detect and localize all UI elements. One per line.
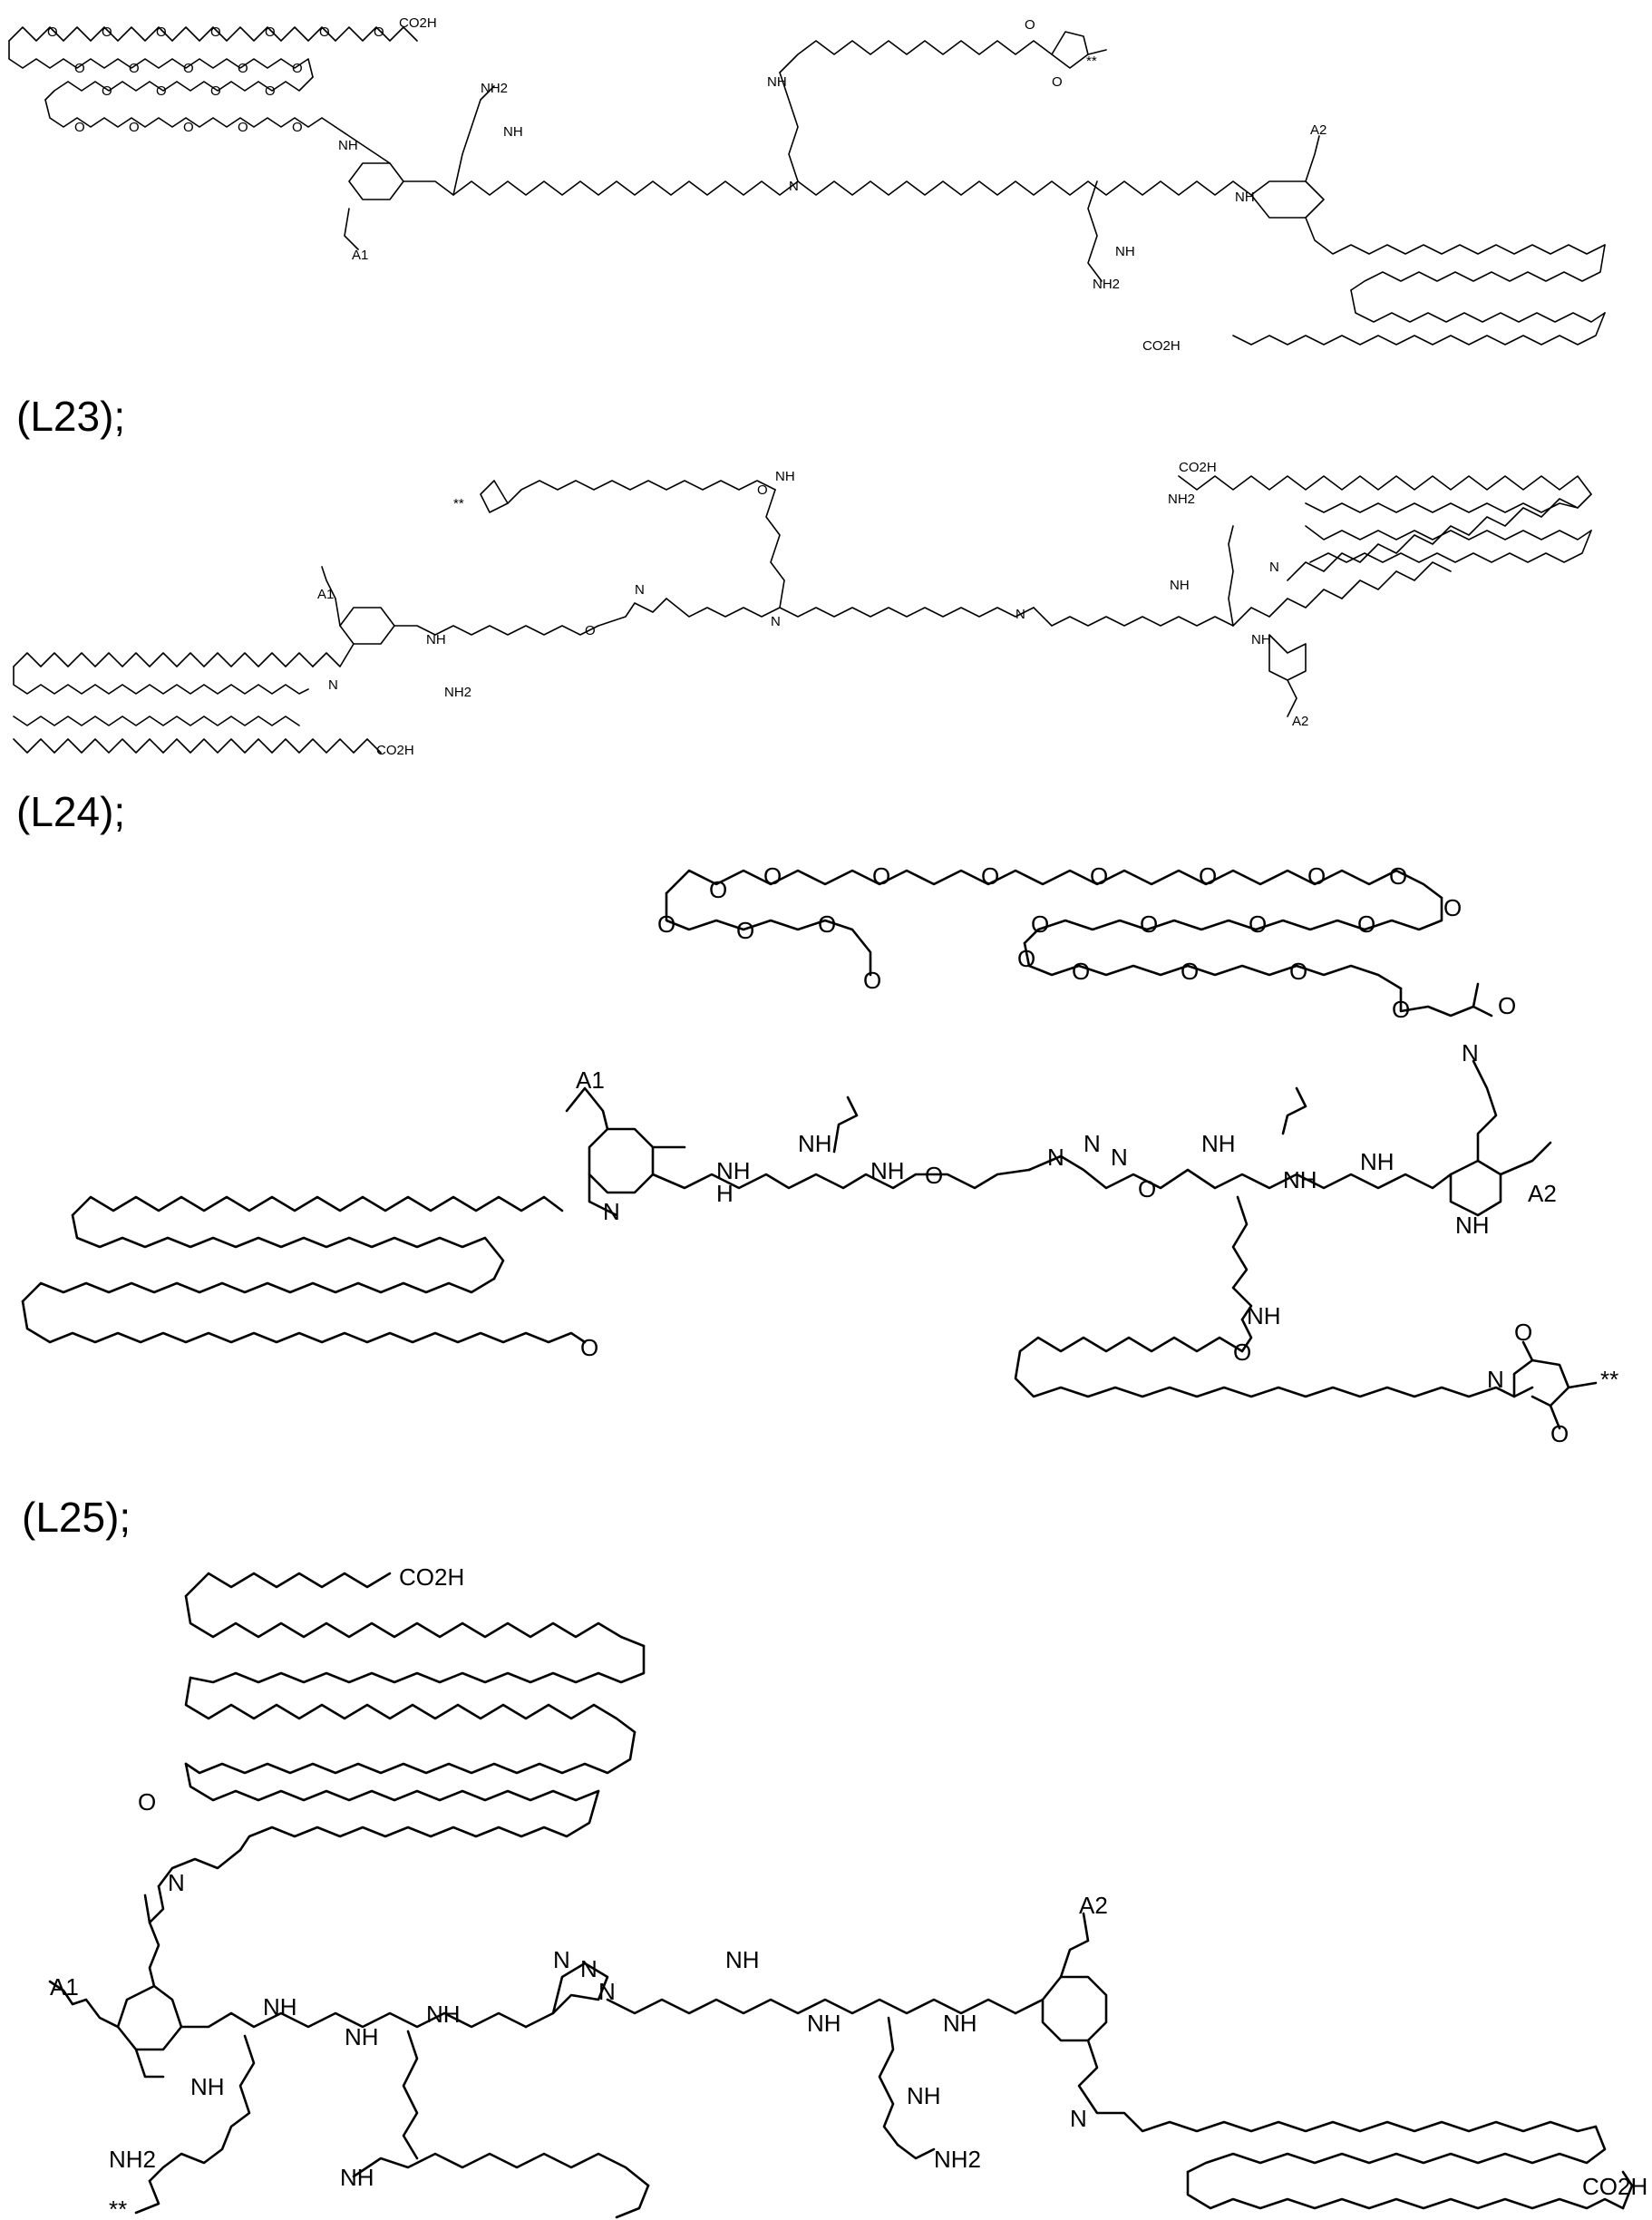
svg-text:**: **	[109, 2196, 127, 2220]
svg-text:NH: NH	[907, 2082, 941, 2109]
svg-text:NH: NH	[943, 2010, 977, 2037]
svg-text:N: N	[580, 1955, 598, 1982]
svg-text:NH: NH	[340, 2164, 374, 2191]
svg-text:A2: A2	[1079, 1892, 1108, 1919]
svg-text:CO2H: CO2H	[1582, 2173, 1647, 2200]
svg-text:NH: NH	[190, 2073, 225, 2100]
svg-text:N: N	[598, 1978, 616, 2005]
peg-chain-l25-top	[159, 1573, 644, 1886]
svg-text:N: N	[553, 1946, 570, 1973]
svg-text:NH: NH	[725, 1946, 760, 1973]
svg-text:NH2: NH2	[109, 2146, 156, 2173]
backbone-l25-atoms: CO2H O N A1 NH NH2 NH NH NH NH ** N N N …	[50, 1563, 1647, 2220]
svg-text:N: N	[168, 1869, 185, 1896]
svg-text:NH2: NH2	[934, 2146, 981, 2173]
svg-text:A1: A1	[50, 1973, 79, 2001]
svg-text:NH: NH	[807, 2010, 841, 2037]
svg-text:CO2H: CO2H	[399, 1563, 464, 1591]
svg-text:NH: NH	[263, 1993, 297, 2020]
backbone-l25	[50, 1886, 1632, 2217]
svg-text:O: O	[138, 1788, 156, 1816]
svg-text:NH: NH	[426, 2001, 461, 2028]
svg-text:N: N	[1070, 2105, 1087, 2132]
svg-text:NH: NH	[345, 2023, 379, 2050]
